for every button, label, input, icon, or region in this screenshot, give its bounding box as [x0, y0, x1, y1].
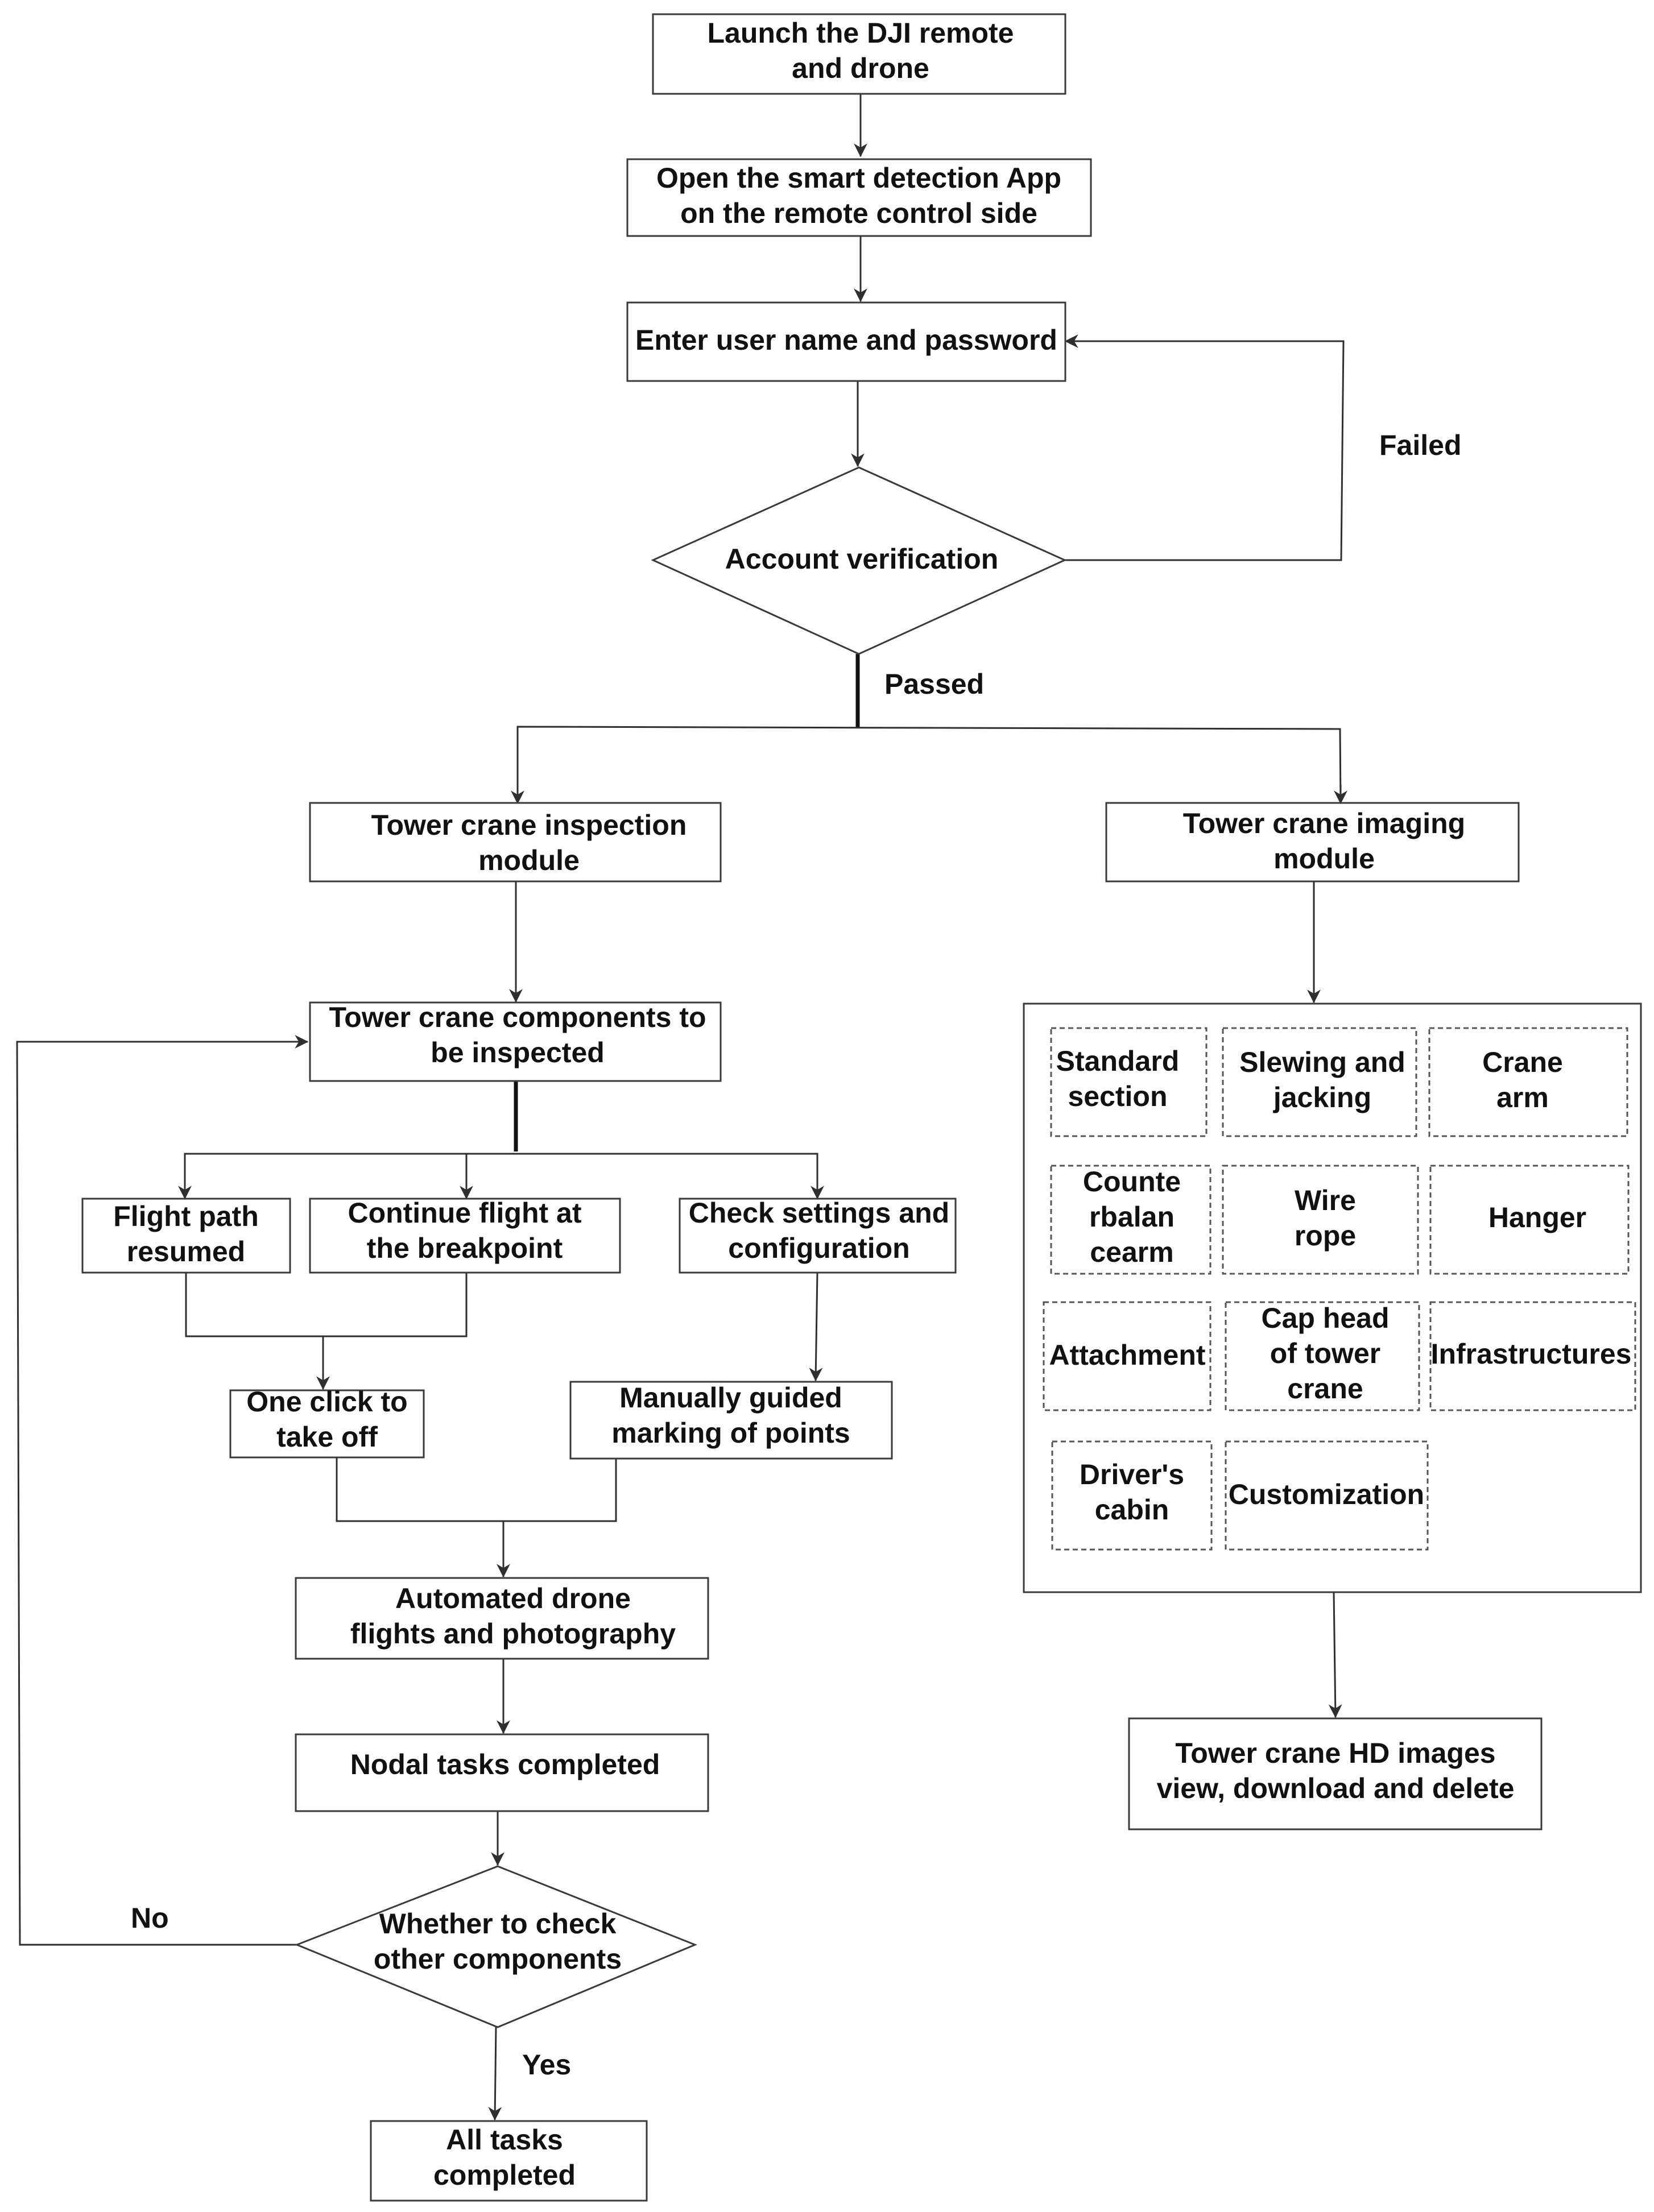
node-manual-marking-box [569, 1381, 893, 1460]
node-continue-flight-box [309, 1198, 621, 1274]
edge-merge-one-click [185, 1273, 468, 1337]
arrow-to-hd-images [1328, 1592, 1342, 1718]
node-login-text: Enter user name and password [635, 324, 1057, 356]
part-drivers-cabin-box [1051, 1440, 1213, 1551]
part-infrastructures-box [1429, 1301, 1636, 1411]
node-whether-check-diamond [294, 1865, 697, 2028]
part-attachment-box [1043, 1301, 1211, 1411]
part-hanger-box [1429, 1165, 1630, 1275]
edge-merge-automated [336, 1457, 617, 1522]
node-login: Enter user name and password [626, 301, 1066, 382]
node-automated-box [295, 1577, 709, 1660]
node-one-click-box [229, 1389, 425, 1459]
edge-whether-no [16, 1035, 309, 1946]
part-counterbalance-arm-box [1050, 1165, 1211, 1275]
edge-split-modules [516, 726, 1342, 803]
node-login-box [626, 301, 1066, 382]
node-check-settings-box [679, 1198, 957, 1274]
part-hanger: Hanger [1488, 1202, 1586, 1233]
node-nodal-box [295, 1733, 709, 1812]
node-inspection-module-box [309, 802, 722, 883]
label-failed: Failed [1379, 429, 1461, 461]
edge-verify-failed [1064, 334, 1345, 561]
part-slewing-jacking-box [1222, 1027, 1417, 1137]
node-verify-text: Account verification [725, 543, 999, 575]
label-passed: Passed [884, 668, 984, 700]
node-open-app-box [626, 158, 1092, 237]
part-wire-rope-box [1222, 1165, 1419, 1275]
node-imaging-module-box [1105, 802, 1520, 883]
part-customization: Customization [1229, 1478, 1424, 1510]
node-verify-diamond [651, 466, 1067, 655]
label-no: No [131, 1902, 169, 1934]
part-cap-head-box [1225, 1301, 1420, 1411]
edge-whether-yes [488, 2027, 502, 2121]
edge-components-branches [184, 1153, 818, 1199]
part-attachment: Attachment [1049, 1339, 1205, 1371]
node-hd-images-box [1128, 1717, 1543, 1830]
part-crane-arm-box [1428, 1027, 1628, 1137]
part-customization-box [1225, 1440, 1429, 1551]
part-infrastructures: Infrastructures [1431, 1338, 1632, 1370]
connectors [16, 94, 1347, 2121]
node-nodal-text: Nodal tasks completed [350, 1749, 660, 1780]
node-components-box [309, 1001, 722, 1082]
label-yes: Yes [522, 2049, 571, 2081]
node-verify: Account verification [651, 466, 1067, 655]
node-flight-resumed-box [81, 1198, 291, 1274]
node-nodal: Nodal tasks completed [295, 1733, 709, 1812]
part-standard-section-box [1050, 1027, 1208, 1137]
arrow-to-manual-marking [809, 1272, 823, 1382]
node-all-done-box [370, 2120, 648, 2202]
node-launch-box [652, 13, 1066, 95]
